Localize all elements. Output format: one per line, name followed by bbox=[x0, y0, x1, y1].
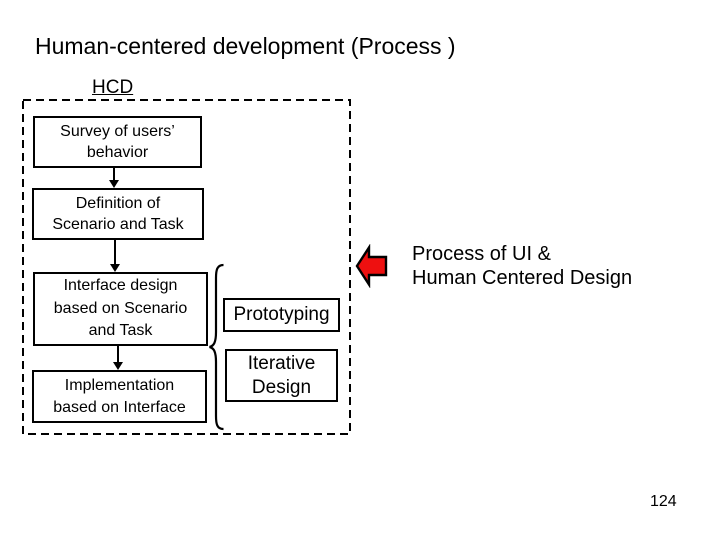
flow-box-text-line: Scenario and Task bbox=[52, 216, 184, 233]
curly-brace-icon bbox=[209, 263, 224, 431]
down-arrow-icon bbox=[109, 168, 119, 188]
left-block-arrow-fill bbox=[355, 244, 388, 288]
flow-box-text-line: based on Interface bbox=[53, 398, 186, 416]
flow-box-text-line: based on Scenario bbox=[53, 299, 188, 317]
flow-box-interface-design: Interface design based on Scenario and T… bbox=[33, 272, 208, 346]
down-arrow-icon bbox=[110, 240, 120, 272]
flow-box-definition-of-scenario-and-task: Definition of Scenario and Task bbox=[32, 188, 204, 240]
annotation-text: Process of UI & Human Centered Design bbox=[412, 242, 632, 290]
side-box-text-line: Iterative bbox=[247, 352, 316, 374]
arrow-shaft bbox=[114, 240, 116, 265]
page-number: 124 bbox=[650, 493, 677, 510]
left-block-arrow-icon bbox=[355, 244, 388, 288]
arrow-shaft bbox=[113, 168, 115, 181]
flow-box-text-line: behavior bbox=[86, 144, 149, 161]
side-box-prototyping: Prototyping bbox=[223, 298, 340, 332]
side-box-text-line: Design bbox=[251, 376, 312, 398]
arrow-shaft bbox=[117, 346, 119, 363]
flow-box-text-line: Survey of users’ bbox=[60, 122, 175, 140]
arrow-head bbox=[113, 362, 123, 370]
arrow-head bbox=[109, 180, 119, 188]
annotation-line: Human Centered Design bbox=[412, 267, 633, 289]
flow-box-text-line: and Task bbox=[88, 322, 153, 340]
flow-box-survey-of-users-behavior: Survey of users’ behavior bbox=[33, 116, 202, 168]
side-box-iterative-design: Iterative Design bbox=[225, 349, 338, 402]
flow-box-text-line: Interface design bbox=[63, 276, 178, 294]
flow-box-implementation: Implementation based on Interface bbox=[32, 370, 207, 423]
down-arrow-icon bbox=[113, 346, 123, 370]
side-box-text-line: Prototyping bbox=[233, 304, 330, 326]
arrow-head bbox=[110, 264, 120, 272]
hcd-dashed-boundary bbox=[22, 99, 351, 435]
annotation-line: Process of UI & bbox=[412, 243, 551, 265]
flow-box-text-line: Definition of bbox=[75, 194, 161, 212]
hcd-group-label: HCD bbox=[92, 77, 134, 98]
slide-title: Human-centered development (Process ) bbox=[35, 33, 456, 59]
flow-box-text-line: Implementation bbox=[64, 377, 175, 395]
